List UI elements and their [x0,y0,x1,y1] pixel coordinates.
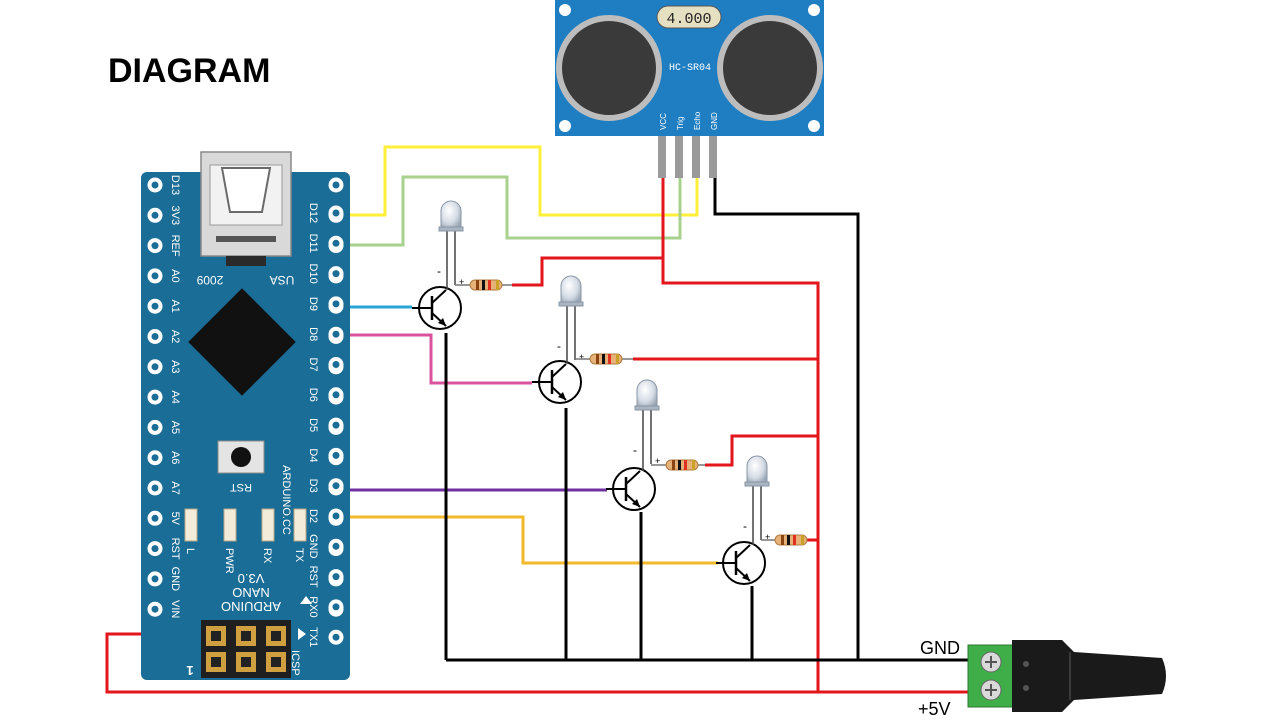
led-plus-mark: + [765,532,770,542]
pin-label: A1 [169,299,181,312]
led-minus-mark: - [743,519,747,533]
pin-label: D8 [307,327,319,341]
pin-label: A6 [169,451,181,464]
sensor-model-label: HC-SR04 [669,63,711,74]
wire-vcc-r3 [705,434,818,467]
led-minus-mark: - [633,443,637,457]
ultrasonic-sensor: 4.000 HC-SR04 VCC Trig Echo GND [555,0,824,178]
pin-label: A3 [169,360,181,373]
pin-label: A4 [169,390,181,403]
pin1-arrow-icon [298,628,306,640]
led-driver-stages: -+-+-+-+ [412,200,808,585]
wire-vcc-sensor [661,178,820,692]
pin-label: D7 [307,357,319,371]
board-leds [184,508,307,542]
pin-label: D6 [307,388,319,402]
site-label: ARDUINO.CC [280,465,292,535]
led-icon [560,275,582,305]
led-plus-mark: + [655,456,660,466]
pin-label: D3 [307,479,319,493]
icsp-label: ICSP [289,650,301,676]
reset-label: RST [230,481,252,493]
pin-label: D12 [307,203,319,223]
board-name-line-2: NANO [232,585,270,600]
driver-stage-4: -+ [716,455,808,585]
reset-button[interactable] [217,440,265,474]
pin-label: D5 [307,418,319,432]
board-name-line-3: V3.0 [238,571,265,586]
led-icon [636,379,658,409]
pin-holes [147,177,344,645]
sensor-pin-vcc-label: VCC [659,113,668,130]
pin-label: VIN [169,600,181,618]
pin-label: D2 [307,509,319,523]
driver-stage-2: -+ [532,275,633,404]
wire-vin [105,632,975,694]
wire-echo [340,175,682,247]
icsp-pin1-label: 1 [186,663,193,678]
sensor-pin-echo-label: Echo [693,111,702,130]
wires [105,145,975,694]
board-name-line-1: ARDUINO [221,599,281,614]
crystal-label: 4.000 [666,11,711,28]
diagram-title: DIAGRAM [108,52,271,90]
vcc-label: +5V [918,699,951,719]
led-icon [746,455,768,485]
led-plus-mark: + [459,277,464,287]
sensor-pin-trig-label: Trig [676,117,685,130]
pin-label: 3V3 [169,206,181,226]
pin-label: RX0 [307,596,319,617]
led-plus-mark: + [579,352,584,362]
usb-country-label: USA [270,273,295,287]
wire-d2 [340,515,718,565]
usb-year-label: 2009 [196,273,223,287]
led-icon [440,200,462,230]
driver-stage-3: -+ [606,379,705,511]
wire-d8 [340,333,532,385]
led-label-pwr: PWR [223,548,235,574]
pin-label: GND [307,534,319,559]
icsp-header [201,620,291,678]
receiver-transducer [717,15,823,121]
pin-label: A7 [169,481,181,494]
pin-label: A0 [169,269,181,282]
pin-label: A5 [169,421,181,434]
pin-label: REF [169,235,181,257]
gnd-label: GND [920,638,960,658]
led-label-l: L [184,548,196,554]
pin-label: D10 [307,264,319,284]
pin-label: A2 [169,330,181,343]
rx-arrow-icon [300,596,312,604]
driver-stage-1: -+ [412,200,512,330]
sensor-pin-gnd-label: GND [710,112,719,130]
dc-power-jack [967,640,1166,712]
pin-label: D9 [307,297,319,311]
led-label-tx: TX [293,548,305,563]
led-minus-mark: - [437,264,441,278]
transmitter-transducer [556,15,662,121]
wire-trig [340,145,699,217]
wire-vcc-r1 [512,256,663,287]
wire-gnd-sensor [713,178,860,660]
pin-label: RST [307,566,319,588]
led-label-rx: RX [261,548,273,564]
led-minus-mark: - [557,339,561,353]
pin-label: D11 [307,234,319,253]
pin-label: D4 [307,448,319,462]
pin-label: D13 [169,175,181,195]
pin-label: GND [169,567,181,592]
pin-label: TX1 [307,627,319,647]
pin-label: 5V [169,512,181,526]
mcu-chip [188,288,296,396]
pin-label: RST [169,538,181,560]
